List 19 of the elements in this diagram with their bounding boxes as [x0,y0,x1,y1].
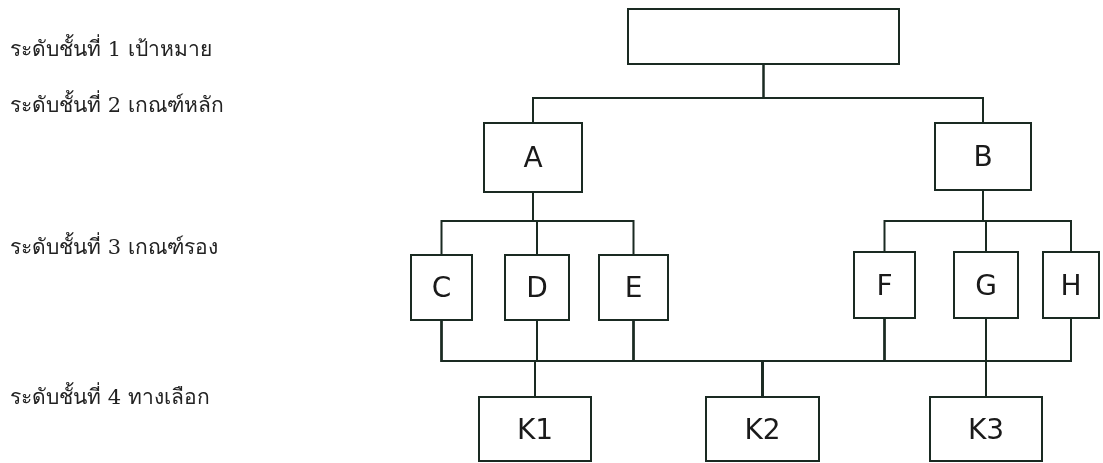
level-label: ระดับชั้นที่ 3 เกณฑ์รอง [10,231,218,261]
criterion-box: K3 [929,396,1043,462]
level-label: ระดับชั้นที่ 4 ทางเลือก [10,381,210,411]
criterion-box: C [410,254,473,321]
criterion-box: B [934,122,1032,191]
criterion-box: H [1042,251,1100,319]
criterion-box: F [853,251,916,319]
criterion-box: D [504,254,570,321]
level-label: ระดับชั้นที่ 1 เป้าหมาย [10,33,212,63]
connector-line [532,192,635,255]
criterion-box: G [953,251,1019,319]
connector-line [762,64,984,123]
criterion-box: K1 [478,396,592,462]
connector-line [985,318,1072,397]
level-label: ระดับชั้นที่ 2 เกณฑ์หลัก [10,89,224,119]
criterion-box: K2 [705,396,820,462]
goal-box [627,8,900,65]
criterion-box: A [483,122,583,193]
criterion-box: E [598,254,669,321]
